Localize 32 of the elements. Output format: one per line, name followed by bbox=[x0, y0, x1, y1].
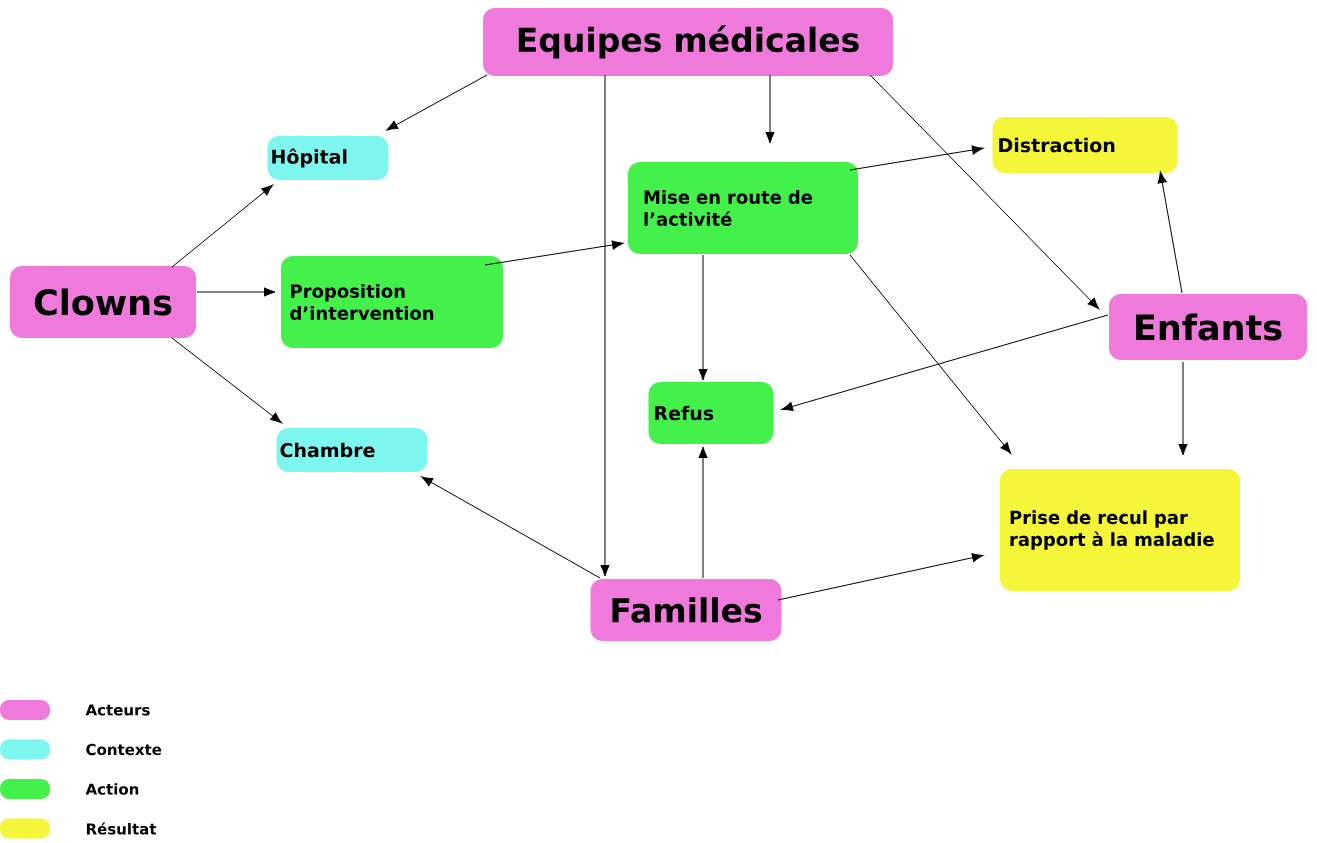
arrow bbox=[698, 446, 708, 579]
legend-label: Contexte bbox=[86, 743, 162, 756]
arrow bbox=[600, 74, 610, 577]
arrow bbox=[781, 314, 1109, 411]
process-box: Chambre bbox=[276, 428, 428, 472]
arrow bbox=[1178, 361, 1188, 456]
arrow bbox=[171, 337, 282, 424]
arrow bbox=[421, 476, 601, 579]
arrow bbox=[849, 254, 1012, 454]
actor-box: Enfants bbox=[1109, 294, 1307, 360]
process-box: Refus bbox=[648, 382, 774, 444]
process-box: Mise en route de l’activité bbox=[628, 162, 858, 254]
arrow bbox=[1157, 171, 1183, 294]
arrow bbox=[196, 287, 276, 297]
actor-box: Familles bbox=[590, 579, 782, 641]
legend-label: Résultat bbox=[86, 822, 157, 835]
actor-box: Clowns bbox=[10, 266, 196, 338]
legend-label: Acteurs bbox=[85, 704, 150, 716]
arrow bbox=[698, 254, 708, 381]
arrow bbox=[849, 145, 984, 171]
arrow bbox=[484, 240, 624, 266]
legend-label: Action bbox=[85, 783, 139, 795]
arrow bbox=[869, 74, 1100, 310]
process-box: Proposition d’intervention bbox=[281, 256, 503, 348]
arrow bbox=[777, 553, 984, 601]
process-box: Hôpital bbox=[267, 136, 389, 180]
process-box: Distraction bbox=[992, 117, 1178, 173]
arrow bbox=[171, 184, 273, 268]
process-box: Prise de recul par rapport à la maladie bbox=[1000, 469, 1240, 591]
arrow bbox=[765, 74, 775, 144]
arrow bbox=[386, 74, 488, 131]
actor-box: Equipes médicales bbox=[483, 8, 893, 76]
